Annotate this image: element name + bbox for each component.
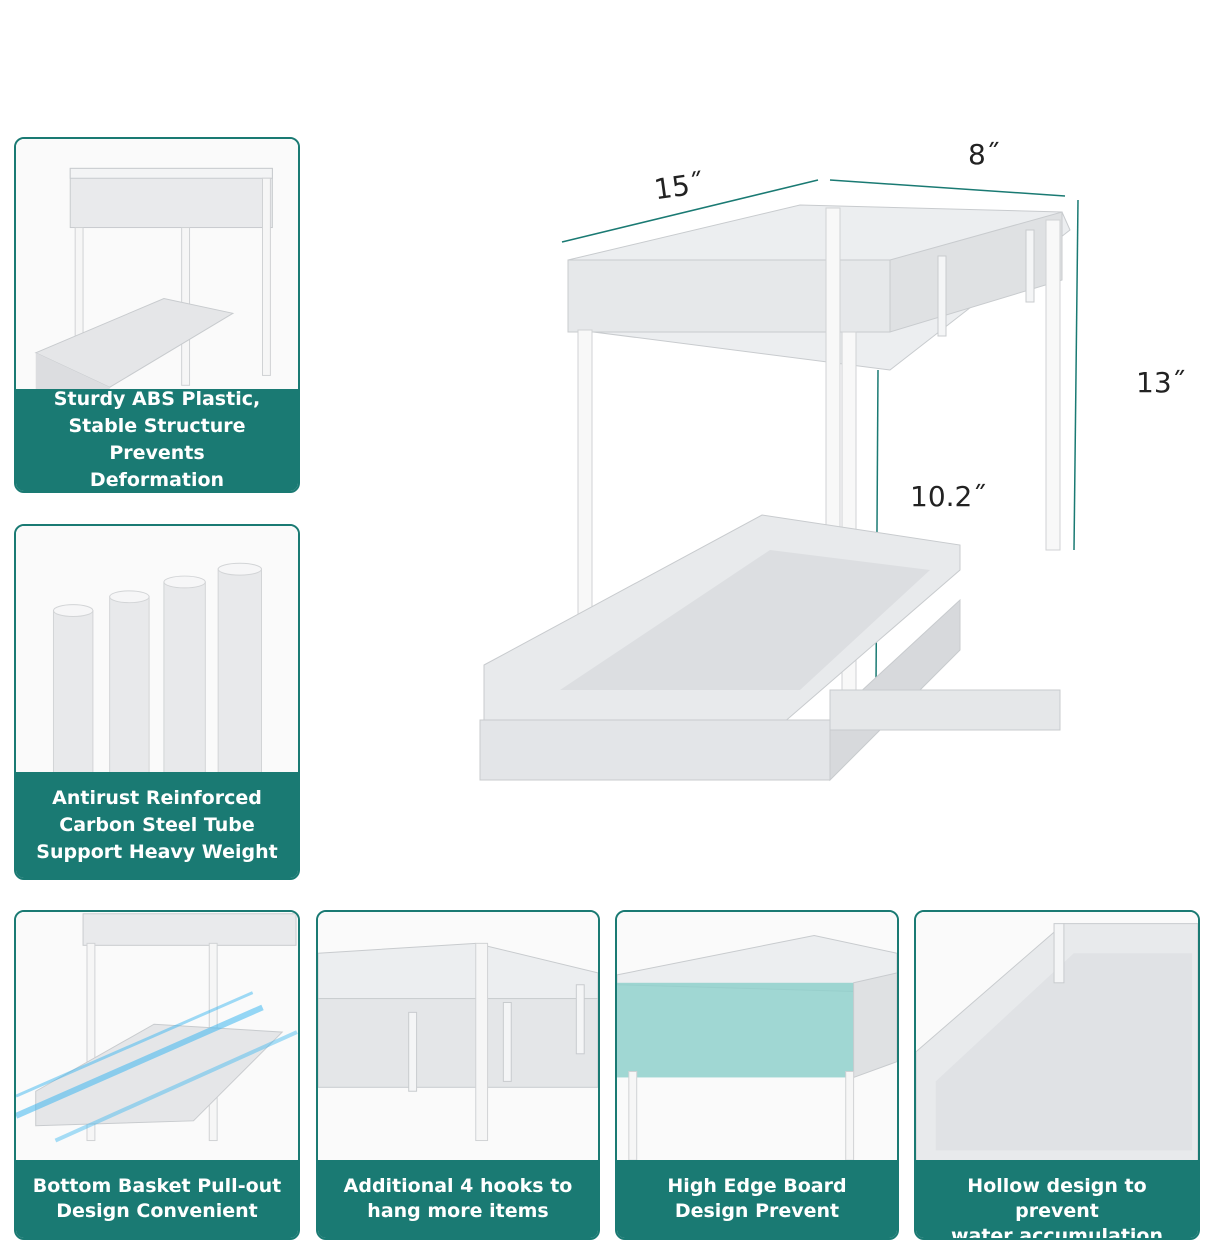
feature-caption: Bottom Basket Pull-out Design Convenient bbox=[16, 1160, 298, 1238]
high-edge-image bbox=[617, 912, 897, 1164]
feature-caption: Additional 4 hooks to hang more items bbox=[318, 1160, 598, 1238]
pull-out-basket-image bbox=[16, 912, 298, 1164]
feature-card-hooks: Additional 4 hooks to hang more items bbox=[316, 910, 600, 1240]
feature-caption: Sturdy ABS Plastic, Stable Structure Pre… bbox=[16, 388, 298, 491]
feature-card-steel-tube: Antirust Reinforced Carbon Steel Tube Su… bbox=[14, 524, 300, 880]
shelf-top-view-image bbox=[16, 139, 298, 393]
dimension-length: 15˝ bbox=[651, 166, 706, 207]
dimension-width: 8˝ bbox=[968, 138, 1000, 171]
feature-card-pull-out: Bottom Basket Pull-out Design Convenient bbox=[14, 910, 300, 1240]
hooks-image bbox=[318, 912, 598, 1164]
feature-card-hollow: Hollow design to prevent water accumulat… bbox=[914, 910, 1200, 1240]
feature-caption: High Edge Board Design Prevent bbox=[617, 1160, 897, 1238]
feature-card-high-edge: High Edge Board Design Prevent bbox=[615, 910, 899, 1240]
steel-tubes-image bbox=[16, 526, 298, 776]
feature-card-abs-plastic: Sturdy ABS Plastic, Stable Structure Pre… bbox=[14, 137, 300, 493]
dimension-height: 13˝ bbox=[1136, 366, 1186, 399]
hollow-tray-image bbox=[916, 912, 1198, 1164]
feature-caption: Antirust Reinforced Carbon Steel Tube Su… bbox=[16, 772, 298, 878]
main-product-image bbox=[470, 130, 1110, 810]
feature-caption: Hollow design to prevent water accumulat… bbox=[916, 1160, 1198, 1238]
dimension-clearance: 10.2˝ bbox=[910, 480, 987, 513]
